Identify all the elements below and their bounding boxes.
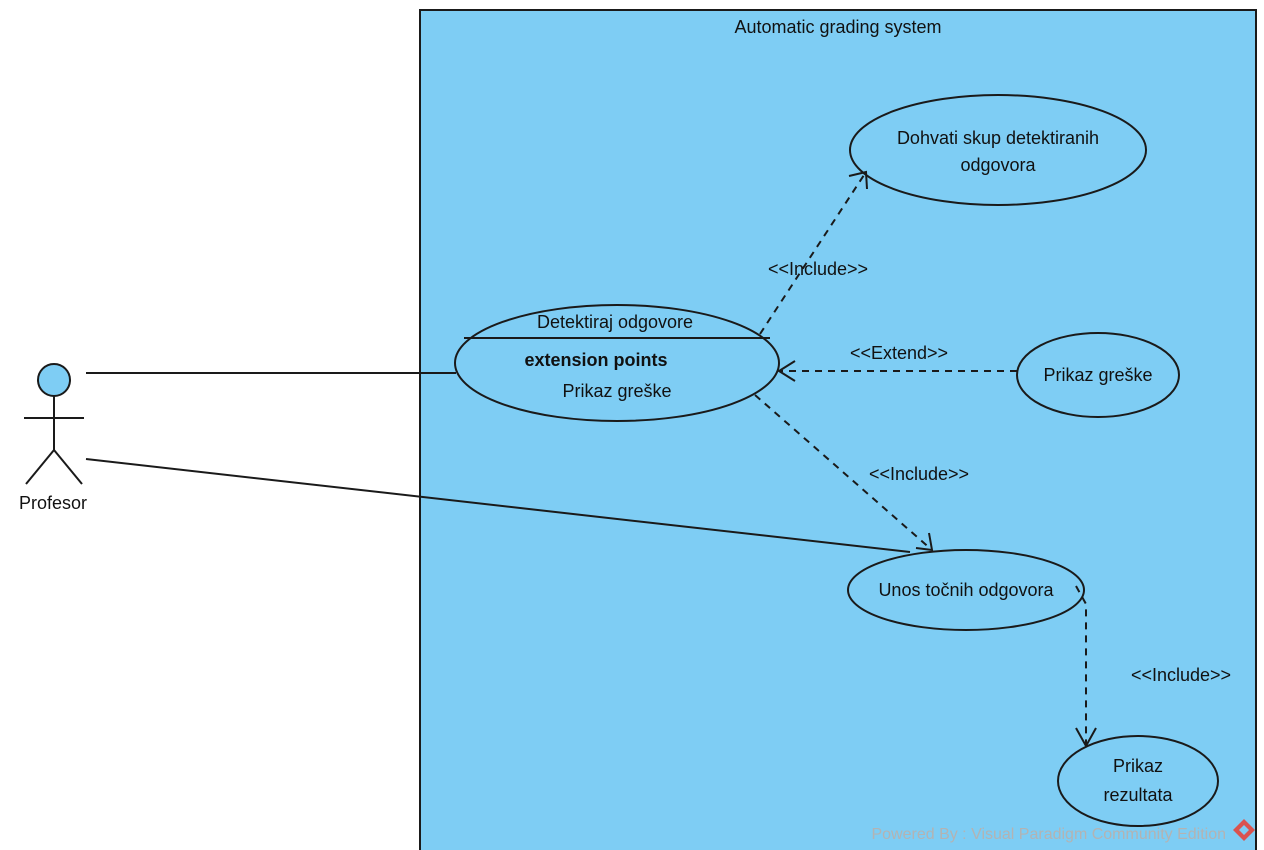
use-case-prikaz-rezultata-line1: Prikaz xyxy=(1113,756,1163,776)
actor-label: Profesor xyxy=(19,493,87,513)
use-case-unos-tocnih-odgovora[interactable]: Unos točnih odgovora xyxy=(847,549,1085,631)
association-profesor-unos[interactable] xyxy=(85,458,911,553)
use-case-detektiraj-name: Detektiraj odgovore xyxy=(537,312,693,332)
system-title: Automatic grading system xyxy=(734,17,941,37)
use-case-prikaz-greske[interactable]: Prikaz greške xyxy=(1016,332,1180,418)
open-arrowhead-icon xyxy=(1075,727,1097,749)
stereotype-include-unos: <<Include>> xyxy=(869,464,969,484)
extension-points-header: extension points xyxy=(524,350,667,370)
stereotype-include-dohvati: <<Include>> xyxy=(768,259,868,279)
open-arrowhead-icon xyxy=(848,170,868,190)
extend-dependency-prikaz-greske[interactable] xyxy=(777,360,1017,382)
watermark-text: Powered By : Visual Paradigm Community E… xyxy=(871,826,1226,843)
include-dependency-unos[interactable] xyxy=(754,394,934,552)
use-case-dohvati-skup[interactable]: Dohvati skup detektiranih odgovora xyxy=(849,94,1147,206)
stereotype-extend: <<Extend>> xyxy=(850,343,948,363)
stereotype-include-rezultata: <<Include>> xyxy=(1131,665,1231,685)
use-case-unos-label: Unos točnih odgovora xyxy=(878,580,1054,600)
actor-left-leg xyxy=(25,449,55,485)
use-case-dohvati-line2: odgovora xyxy=(960,155,1036,175)
use-case-detektiraj-odgovore[interactable]: Detektiraj odgovore extension points Pri… xyxy=(454,304,780,422)
actor-head xyxy=(37,363,71,397)
include-dependency-dohvati[interactable] xyxy=(759,170,868,335)
actor-right-leg xyxy=(53,449,83,485)
visual-paradigm-logo-icon xyxy=(1233,819,1255,841)
use-case-prikaz-greske-label: Prikaz greške xyxy=(1043,365,1152,385)
extension-point-prikaz-greske: Prikaz greške xyxy=(562,381,671,401)
use-case-prikaz-rezultata-line2: rezultata xyxy=(1103,785,1173,805)
use-case-prikaz-rezultata[interactable]: Prikaz rezultata xyxy=(1057,735,1219,827)
actor-profesor[interactable] xyxy=(24,363,84,485)
open-arrowhead-icon xyxy=(777,360,796,382)
include-dependency-rezultata[interactable] xyxy=(1075,585,1097,749)
use-case-dohvati-line1: Dohvati skup detektiranih xyxy=(897,128,1099,148)
open-arrowhead-icon xyxy=(915,532,934,552)
